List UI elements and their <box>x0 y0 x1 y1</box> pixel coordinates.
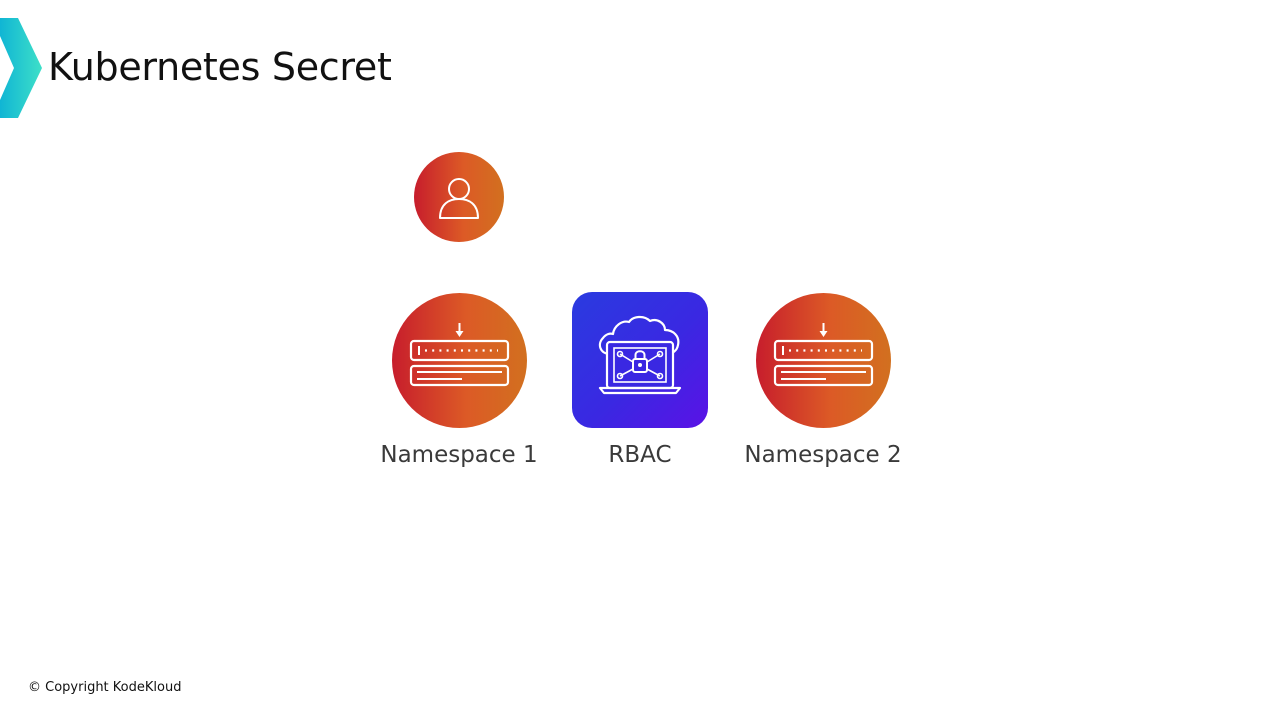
rbac-label: RBAC <box>608 442 672 468</box>
namespace-1-label: Namespace 1 <box>380 442 538 468</box>
server-rack-icon <box>409 323 510 387</box>
copyright-text: © Copyright KodeKloud <box>28 680 182 695</box>
user-node <box>414 152 504 242</box>
namespace-2-node <box>756 293 891 428</box>
rbac-node <box>572 292 708 428</box>
namespace-2-label: Namespace 2 <box>744 442 902 468</box>
server-rack-icon <box>773 323 874 387</box>
page-title: Kubernetes Secret <box>48 45 392 89</box>
user-icon <box>439 178 479 219</box>
brand-chevron-icon <box>0 18 42 118</box>
namespace-1-node <box>392 293 527 428</box>
cloud-laptop-lock-icon <box>598 315 682 395</box>
